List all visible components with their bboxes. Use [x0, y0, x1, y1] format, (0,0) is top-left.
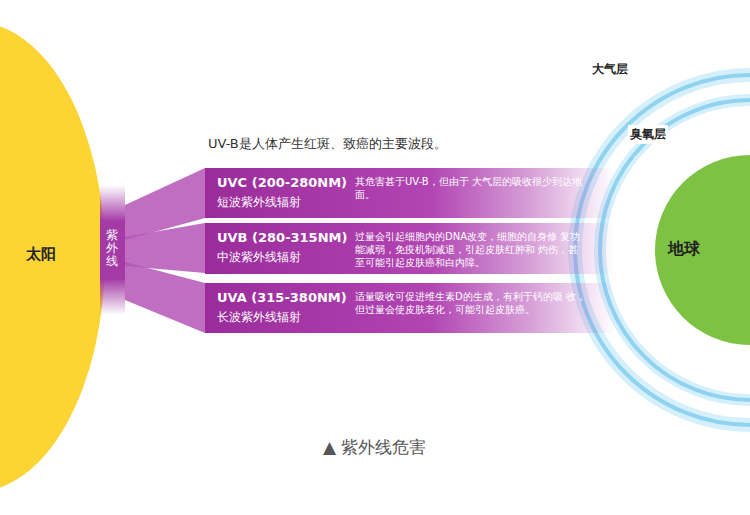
ozone-ring [600, 100, 750, 400]
band-subtitle: 短波紫外线辐射 [217, 195, 301, 210]
band-subtitle: 中波紫外线辐射 [217, 250, 301, 265]
node-label: 紫外线 [106, 229, 118, 269]
band-heading: UVC (200-280NM) [217, 175, 347, 190]
band-subtitle: 长波紫外线辐射 [217, 310, 301, 325]
uv-bar: UVC (200-280NM) 短波紫外线辐射 其危害甚于UV-B，但由于 大气层的… [205, 168, 615, 218]
ray-fan [125, 262, 205, 333]
uv-band: 紫外线 [100, 185, 125, 315]
band-description: 适量吸收可促进维生素D的生成，有利于钙的吸 收，但过量会使皮肤老化，可能引起皮肤… [355, 290, 587, 316]
node-label: 太阳 [26, 245, 56, 264]
band-description: 其危害甚于UV-B，但由于 大气层的吸收很少到达地面。 [355, 175, 587, 201]
layer-label: 臭氧层 [628, 125, 668, 144]
ozone-glow [600, 100, 750, 400]
band-heading: UVA (315-380NM) [217, 290, 347, 305]
earth-circle: 地球 [655, 155, 750, 345]
band-heading: UVB (280-315NM) [217, 230, 347, 245]
node-label: 地球 [668, 239, 700, 260]
sun-ellipse: 太阳 [0, 22, 105, 492]
uv-bar: UVB (280-315NM) 中波紫外线辐射 过量会引起细胞内的DNA改变，细胞的… [205, 223, 615, 274]
caption: ▲ 紫外线危害 [323, 436, 426, 459]
layer-label: 大气层 [590, 60, 630, 79]
band-description: 过量会引起细胞内的DNA改变，细胞的自身修 复功能减弱，免疫机制减退，引起皮肤红… [355, 230, 587, 269]
note-text: UV-B是人体产生红斑、致癌的主要波段。 [208, 135, 447, 153]
uv-bar: UVA (315-380NM) 长波紫外线辐射 适量吸收可促进维生素D的生成，有利于… [205, 283, 615, 333]
